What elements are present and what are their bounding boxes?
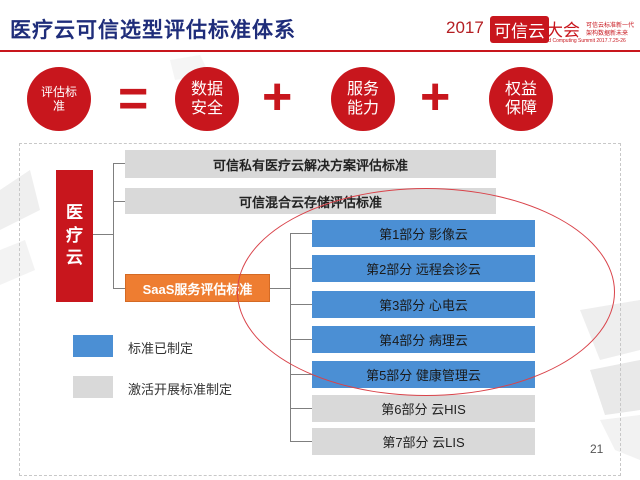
conference-logo: 2017 可信云 大会 可信云标准新一代 架构数据新未来 Cloud Compu… xyxy=(446,10,636,50)
connector-part7 xyxy=(290,441,312,442)
connector-part6 xyxy=(290,408,312,409)
part-6-cloud-his: 第6部分 云HIS xyxy=(312,395,535,422)
logo-name-part1: 可信云 xyxy=(490,16,549,43)
connector-branch3 xyxy=(113,288,125,289)
logo-tagline-1: 可信云标准新一代 xyxy=(586,23,635,29)
legend-label-in-progress: 激活开展标准制定 xyxy=(128,382,233,397)
medical-cloud-label: 医疗云 xyxy=(66,202,83,268)
plus-sign-2: + xyxy=(420,68,451,126)
plus-sign-1: + xyxy=(262,68,293,126)
page-number: 21 xyxy=(590,442,604,456)
connector-branch1 xyxy=(113,163,125,164)
service-capability-label: 服务能力 xyxy=(346,80,379,117)
service-capability-circle: 服务能力 xyxy=(331,67,395,131)
evaluation-standard-label: 评估标准 xyxy=(40,84,77,113)
evaluation-standard-circle: 评估标准 xyxy=(27,67,91,131)
legend-label-established: 标准已制定 xyxy=(128,341,194,356)
logo-year: 2017 xyxy=(446,18,484,37)
medical-cloud-root: 医疗云 xyxy=(56,170,93,302)
logo-subtitle: Cloud Computing Summit 2017.7.25-26 xyxy=(538,38,626,44)
page-title: 医疗云可信选型评估标准体系 xyxy=(10,19,296,42)
hierarchy-frame xyxy=(19,143,621,476)
legend-swatch-established xyxy=(73,335,113,357)
rights-protection-circle: 权益保障 xyxy=(489,67,553,131)
data-security-circle: 数据安全 xyxy=(175,67,239,131)
connector-root xyxy=(93,234,113,235)
equals-sign: = xyxy=(118,70,149,128)
data-security-label: 数据安全 xyxy=(190,80,223,117)
connector-part5 xyxy=(290,374,312,375)
logo-name-part2: 大会 xyxy=(546,21,580,40)
connector-trunk xyxy=(113,163,114,289)
header-divider xyxy=(0,50,640,52)
private-medical-cloud-standard: 可信私有医疗云解决方案评估标准 xyxy=(125,150,496,178)
logo-tagline-2: 架构数据新未来 xyxy=(586,31,629,37)
rights-protection-label: 权益保障 xyxy=(504,80,537,117)
part-7-cloud-lis: 第7部分 云LIS xyxy=(312,428,535,455)
legend-swatch-in-progress xyxy=(73,376,113,398)
connector-branch2 xyxy=(113,201,125,202)
highlight-ellipse xyxy=(237,188,615,396)
